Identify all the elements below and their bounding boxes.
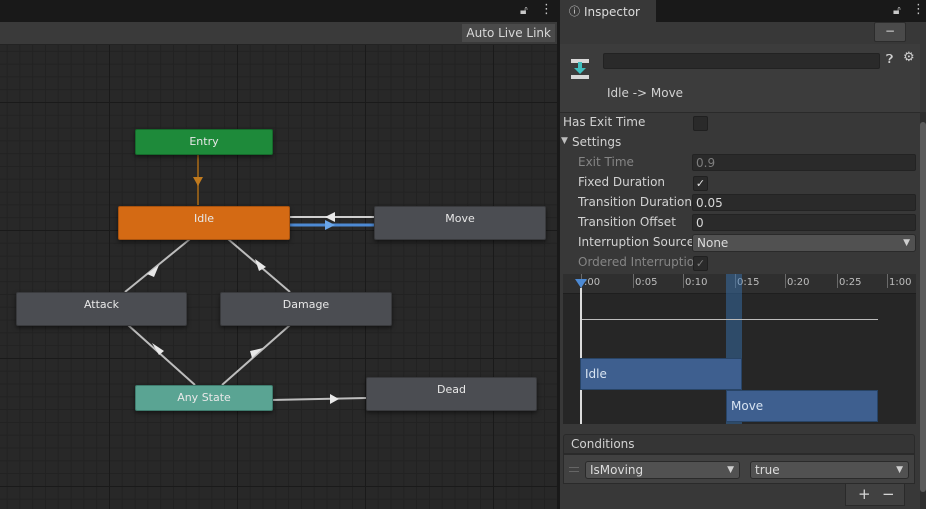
- chevron-down-icon: ▼: [896, 465, 903, 475]
- inspector-tab-bar: ⓘ Inspector 🔓︎ ⋮: [560, 0, 926, 24]
- remove-condition-button[interactable]: −: [882, 485, 895, 503]
- state-machine-graph[interactable]: Entry Idle Move Attack Damage Any State …: [0, 45, 557, 509]
- tick-label: 0:20: [787, 277, 810, 288]
- transition-title: Idle -> Move: [607, 86, 684, 100]
- arrow-icon: [330, 394, 339, 404]
- conditions-title: Conditions: [571, 437, 635, 451]
- transition-attack-idle[interactable]: [124, 238, 191, 293]
- ordered-interruption-checkbox: ✓: [693, 256, 708, 271]
- animator-tab-bar: 🔓︎ ⋮: [0, 0, 557, 22]
- state-attack[interactable]: Attack: [16, 292, 187, 326]
- conditions-footer: + −: [845, 484, 905, 506]
- transition-offset-label: Transition Offset: [578, 215, 676, 229]
- transition-timeline[interactable]: :00 0:05 0:10 0:15 0:20 0:25 1:00 Idle M…: [563, 274, 916, 424]
- state-move[interactable]: Move: [374, 206, 546, 240]
- tick-label: 0:10: [685, 277, 708, 288]
- auto-live-link-button[interactable]: Auto Live Link: [462, 24, 555, 42]
- animator-panel: 🔓︎ ⋮ Auto Live Link: [0, 0, 557, 509]
- transition-any-attack[interactable]: [127, 324, 196, 386]
- condition-value-dropdown[interactable]: true ▼: [750, 461, 909, 479]
- arrow-icon: [325, 212, 335, 222]
- interruption-source-label: Interruption Source: [578, 235, 695, 249]
- state-idle[interactable]: Idle: [118, 206, 290, 240]
- playhead-marker-icon[interactable]: [575, 279, 587, 288]
- state-any-state[interactable]: Any State: [135, 385, 273, 411]
- transition-any-damage[interactable]: [221, 324, 291, 386]
- foldout-arrow-icon[interactable]: ▼: [561, 136, 568, 146]
- tick-label: 0:05: [635, 277, 658, 288]
- weight-curve: [582, 319, 878, 320]
- animator-toolbar: Auto Live Link: [0, 22, 557, 45]
- has-exit-time-checkbox[interactable]: [693, 116, 708, 131]
- chevron-down-icon: ▼: [903, 238, 910, 248]
- arrow-icon: [147, 265, 159, 277]
- arrow-icon: [152, 343, 164, 355]
- fixed-duration-label: Fixed Duration: [578, 175, 666, 189]
- help-icon[interactable]: ❓︎: [886, 52, 894, 66]
- state-dead[interactable]: Dead: [366, 377, 537, 411]
- interruption-source-dropdown[interactable]: None ▼: [692, 234, 916, 252]
- arrow-icon: [250, 348, 263, 358]
- condition-parameter-dropdown[interactable]: IsMoving ▼: [585, 461, 740, 479]
- clip-move[interactable]: Move: [726, 390, 878, 422]
- exit-time-field: 0.9: [692, 154, 916, 171]
- inspector-scrollbar[interactable]: [920, 112, 926, 509]
- tick-label: 0:25: [839, 277, 862, 288]
- transition-name-field[interactable]: [603, 53, 880, 69]
- fixed-duration-checkbox[interactable]: ✓: [693, 176, 708, 191]
- add-condition-button[interactable]: +: [858, 485, 871, 503]
- exit-time-label: Exit Time: [578, 155, 634, 169]
- transition-icon: [570, 58, 590, 80]
- more-menu-icon[interactable]: ⋮: [912, 2, 925, 17]
- ordered-interruption-label: Ordered Interruption: [578, 255, 693, 269]
- settings-foldout[interactable]: Settings: [572, 135, 622, 149]
- scrollbar-thumb[interactable]: [920, 122, 926, 492]
- tab-inspector[interactable]: ⓘ Inspector: [560, 0, 656, 24]
- lock-icon[interactable]: 🔓︎: [520, 3, 528, 17]
- info-icon: ⓘ: [569, 5, 580, 18]
- conditions-list: IsMoving ▼ true ▼: [563, 454, 915, 484]
- clip-idle-label: Idle: [585, 367, 607, 381]
- transition-header: ❓︎ ⚙ Idle -> Move: [560, 44, 920, 113]
- timeline-ruler[interactable]: :00 0:05 0:10 0:15 0:20 0:25 1:00: [563, 274, 916, 294]
- arrow-icon: [325, 220, 335, 230]
- more-menu-icon[interactable]: ⋮: [540, 2, 553, 17]
- has-exit-time-label: Has Exit Time: [563, 115, 646, 129]
- state-damage[interactable]: Damage: [220, 292, 392, 326]
- playhead-line: [580, 288, 582, 424]
- panel-splitter[interactable]: [557, 0, 560, 509]
- tick-label: :00: [584, 277, 601, 288]
- transition-any-dead[interactable]: [270, 397, 367, 401]
- condition-value: true: [755, 463, 780, 477]
- arrow-icon: [255, 259, 266, 271]
- tick-label: 0:15: [737, 277, 760, 288]
- transition-duration-label: Transition Duration (: [578, 195, 691, 209]
- drag-handle-icon[interactable]: [569, 467, 579, 472]
- transition-edges: [124, 153, 374, 404]
- transition-duration-field[interactable]: 0.05: [692, 194, 916, 211]
- state-entry[interactable]: Entry: [135, 129, 273, 155]
- arrow-icon: [193, 177, 203, 186]
- remove-transition-button[interactable]: −: [874, 22, 906, 42]
- interruption-source-value: None: [697, 236, 729, 250]
- chevron-down-icon: ▼: [727, 465, 734, 475]
- condition-parameter-value: IsMoving: [590, 463, 644, 477]
- gear-icon[interactable]: ⚙: [903, 50, 915, 65]
- clip-move-label: Move: [731, 399, 764, 413]
- tick-label: 1:00: [889, 277, 912, 288]
- inspector-panel: ⓘ Inspector 🔓︎ ⋮ − ❓︎ ⚙ Idle -> Move Has…: [560, 0, 926, 509]
- clip-idle[interactable]: Idle: [580, 358, 742, 390]
- lock-icon[interactable]: 🔓︎: [893, 3, 901, 17]
- tab-inspector-label: Inspector: [584, 5, 640, 19]
- transition-offset-field[interactable]: 0: [692, 214, 916, 231]
- conditions-header: Conditions: [563, 434, 915, 454]
